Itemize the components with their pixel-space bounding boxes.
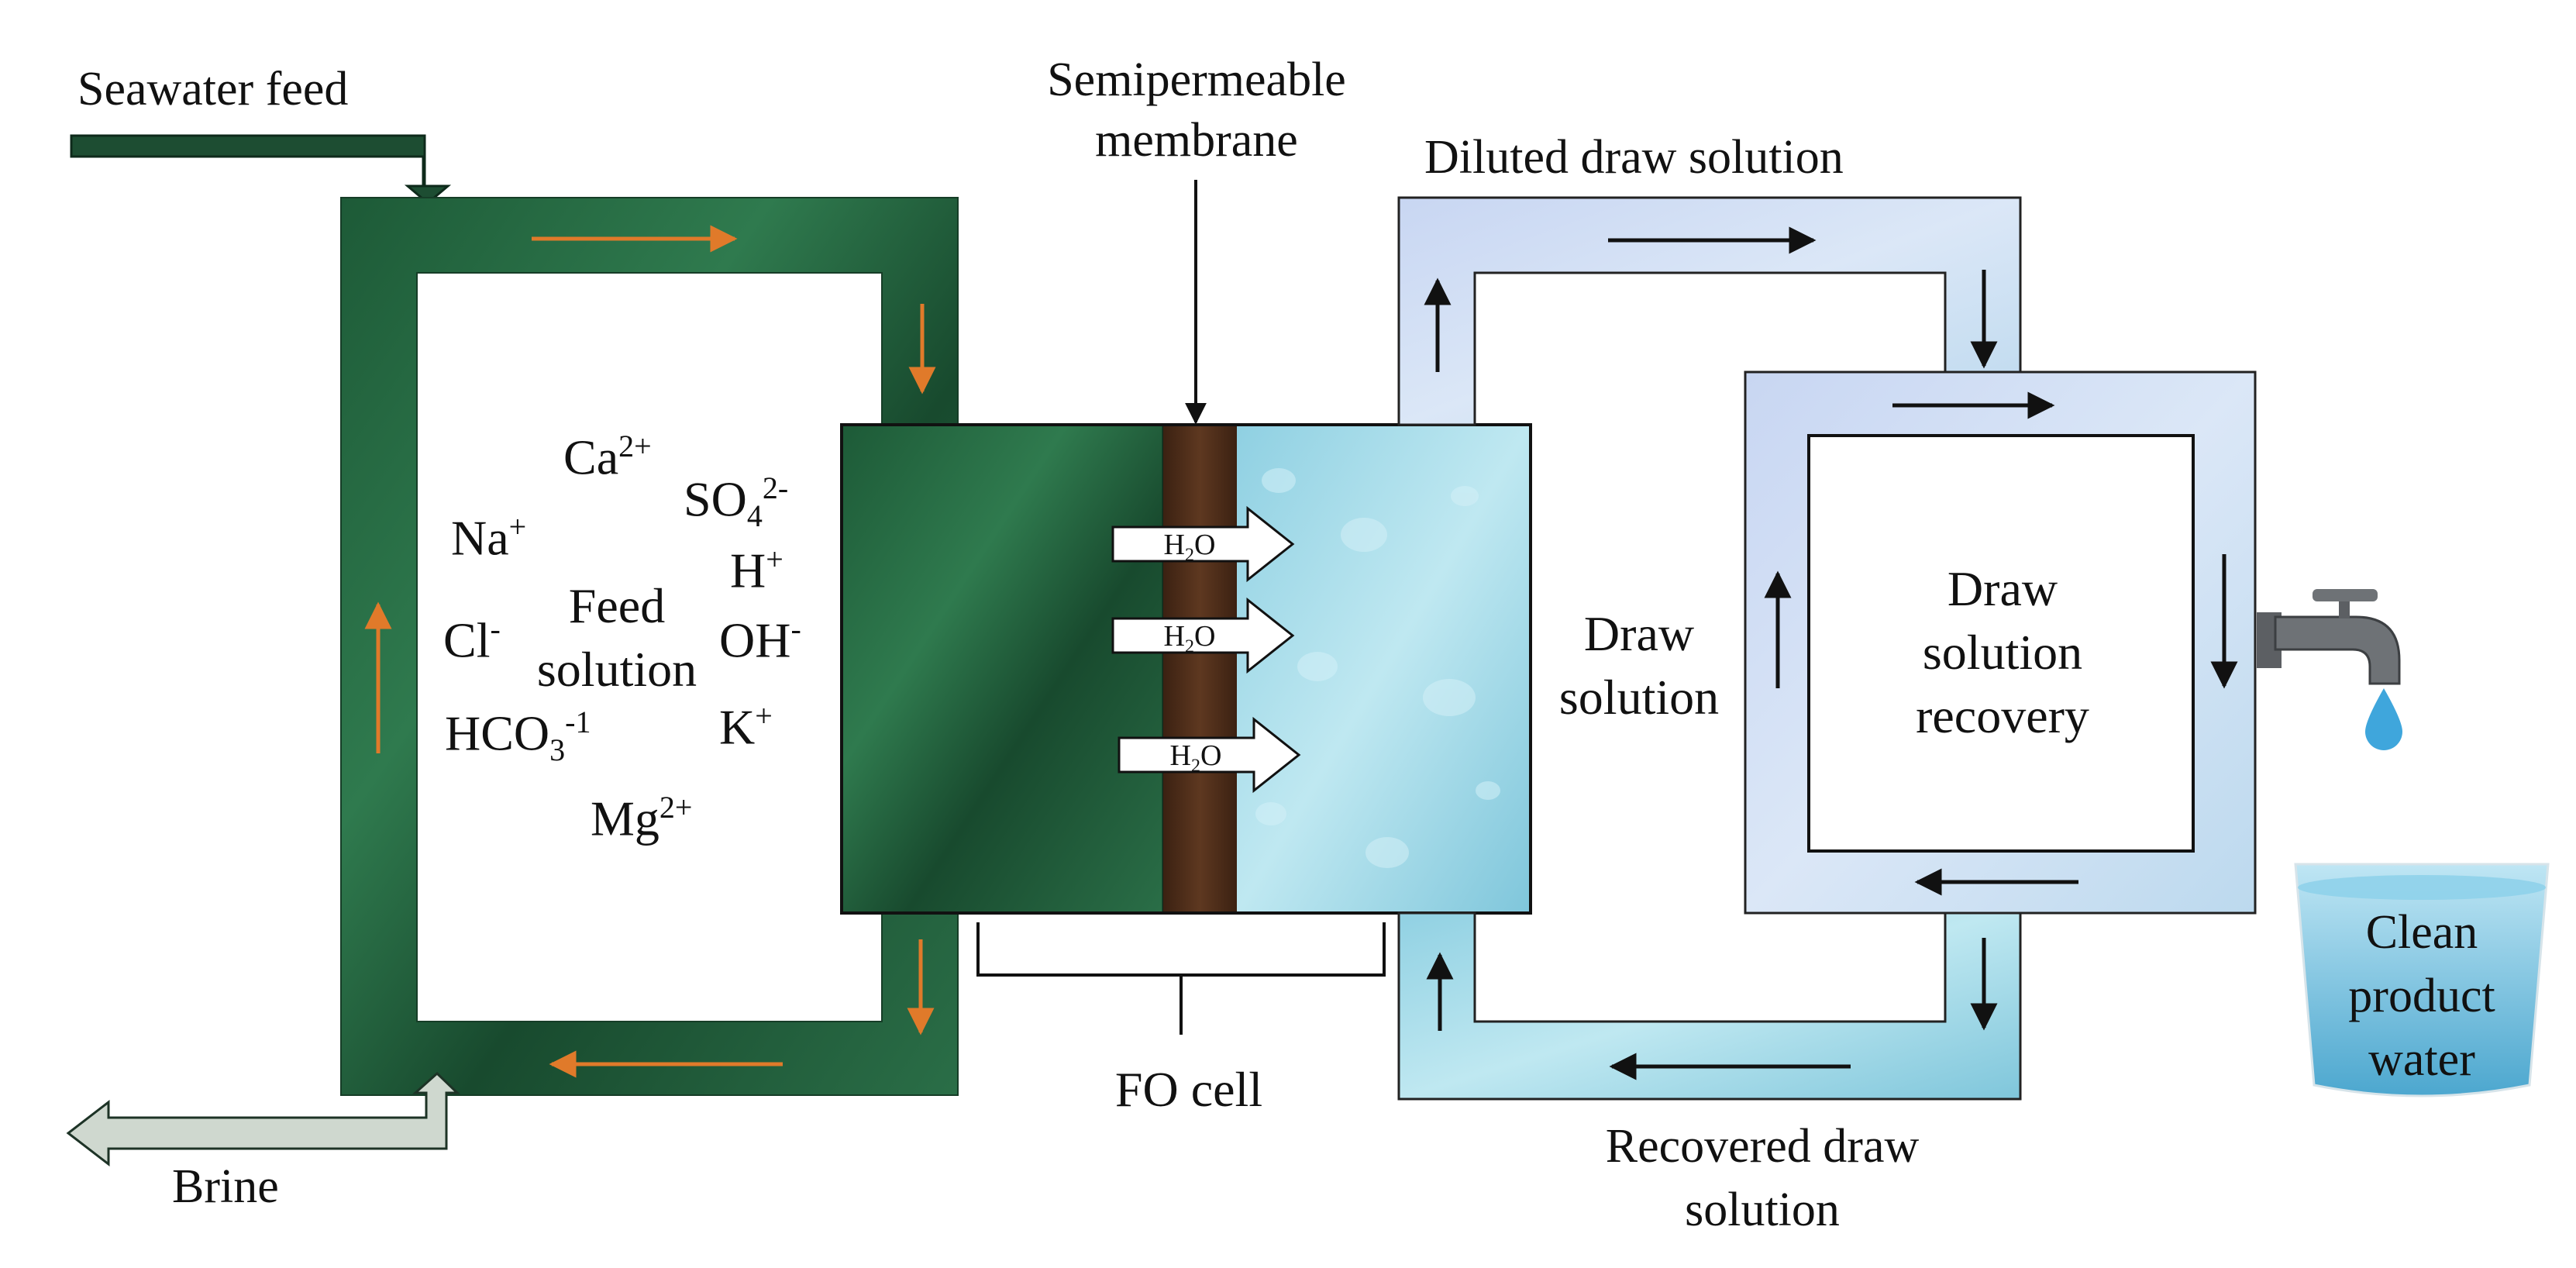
clean-water-label-line3: water xyxy=(2368,1033,2475,1086)
draw-solution-label-line2: solution xyxy=(1558,670,1720,725)
seawater-feed-label: Seawater feed xyxy=(77,63,349,115)
feed-flow-arrows xyxy=(364,225,936,1078)
water-arrow-label-3: H2O xyxy=(1169,739,1222,777)
clean-water-label-line1: Clean xyxy=(2365,906,2478,959)
faucet-icon xyxy=(2257,589,2401,685)
recovery-unit-frame xyxy=(1744,370,2257,915)
water-arrow-3 xyxy=(1118,716,1301,794)
brine-outlet-pipe xyxy=(66,1071,460,1167)
fo-feed-side xyxy=(840,423,1165,915)
clean-water-label-line2: product xyxy=(2348,970,2495,1022)
recovery-label-line2: solution xyxy=(1922,625,2083,680)
ion-bicarbonate: HCO3-1 xyxy=(445,705,591,768)
water-arrow-label-2: H2O xyxy=(1163,620,1216,657)
diluted-draw-loop xyxy=(1397,196,2022,426)
membrane-label-line1: Semipermeable xyxy=(1047,53,1346,106)
fo-cell-label: FO cell xyxy=(1114,1062,1263,1117)
ion-hydroxide: OH- xyxy=(719,612,801,668)
ion-chloride: Cl- xyxy=(443,612,501,668)
water-droplets xyxy=(1255,468,1500,868)
seawater-feed-pipe xyxy=(70,134,452,205)
fo-draw-side xyxy=(1237,425,1531,913)
recovery-label-line1: Draw xyxy=(1947,561,2058,616)
feed-solution-label-line2: solution xyxy=(536,642,697,697)
ion-sulfate: SO42- xyxy=(684,470,789,534)
ion-sodium: Na+ xyxy=(451,509,527,566)
bucket-icon xyxy=(2294,863,2550,1097)
draw-flow-arrows xyxy=(1424,226,2238,1080)
ion-magnesium: Mg2+ xyxy=(591,790,693,846)
recovery-label-line3: recovery xyxy=(1916,688,2089,743)
water-arrow-1 xyxy=(1111,505,1295,583)
fo-cell xyxy=(840,423,1532,915)
ion-potassium: K+ xyxy=(719,698,773,755)
ion-calcium: Ca2+ xyxy=(563,429,652,485)
recovered-draw-loop xyxy=(1397,905,2022,1101)
recovery-unit-box xyxy=(1807,434,2195,853)
water-drop-icon xyxy=(2365,688,2402,750)
brine-label: Brine xyxy=(172,1160,279,1213)
recovered-draw-label-line1: Recovered draw xyxy=(1605,1120,1920,1173)
semipermeable-membrane xyxy=(1163,425,1237,913)
diluted-draw-label: Diluted draw solution xyxy=(1424,131,1844,184)
feed-solution-label-line1: Feed xyxy=(568,578,666,633)
ion-hydrogen: H+ xyxy=(730,542,783,598)
fo-cell-bracket xyxy=(976,922,1386,1035)
recovered-draw-label-line2: solution xyxy=(1685,1184,1840,1236)
water-arrow-2 xyxy=(1111,597,1295,674)
water-arrow-label-1: H2O xyxy=(1163,529,1216,566)
feed-loop xyxy=(340,197,959,1096)
water-flux-arrows xyxy=(1111,505,1301,794)
draw-solution-label-line1: Draw xyxy=(1583,606,1695,661)
membrane-label-line2: membrane xyxy=(1095,114,1298,167)
